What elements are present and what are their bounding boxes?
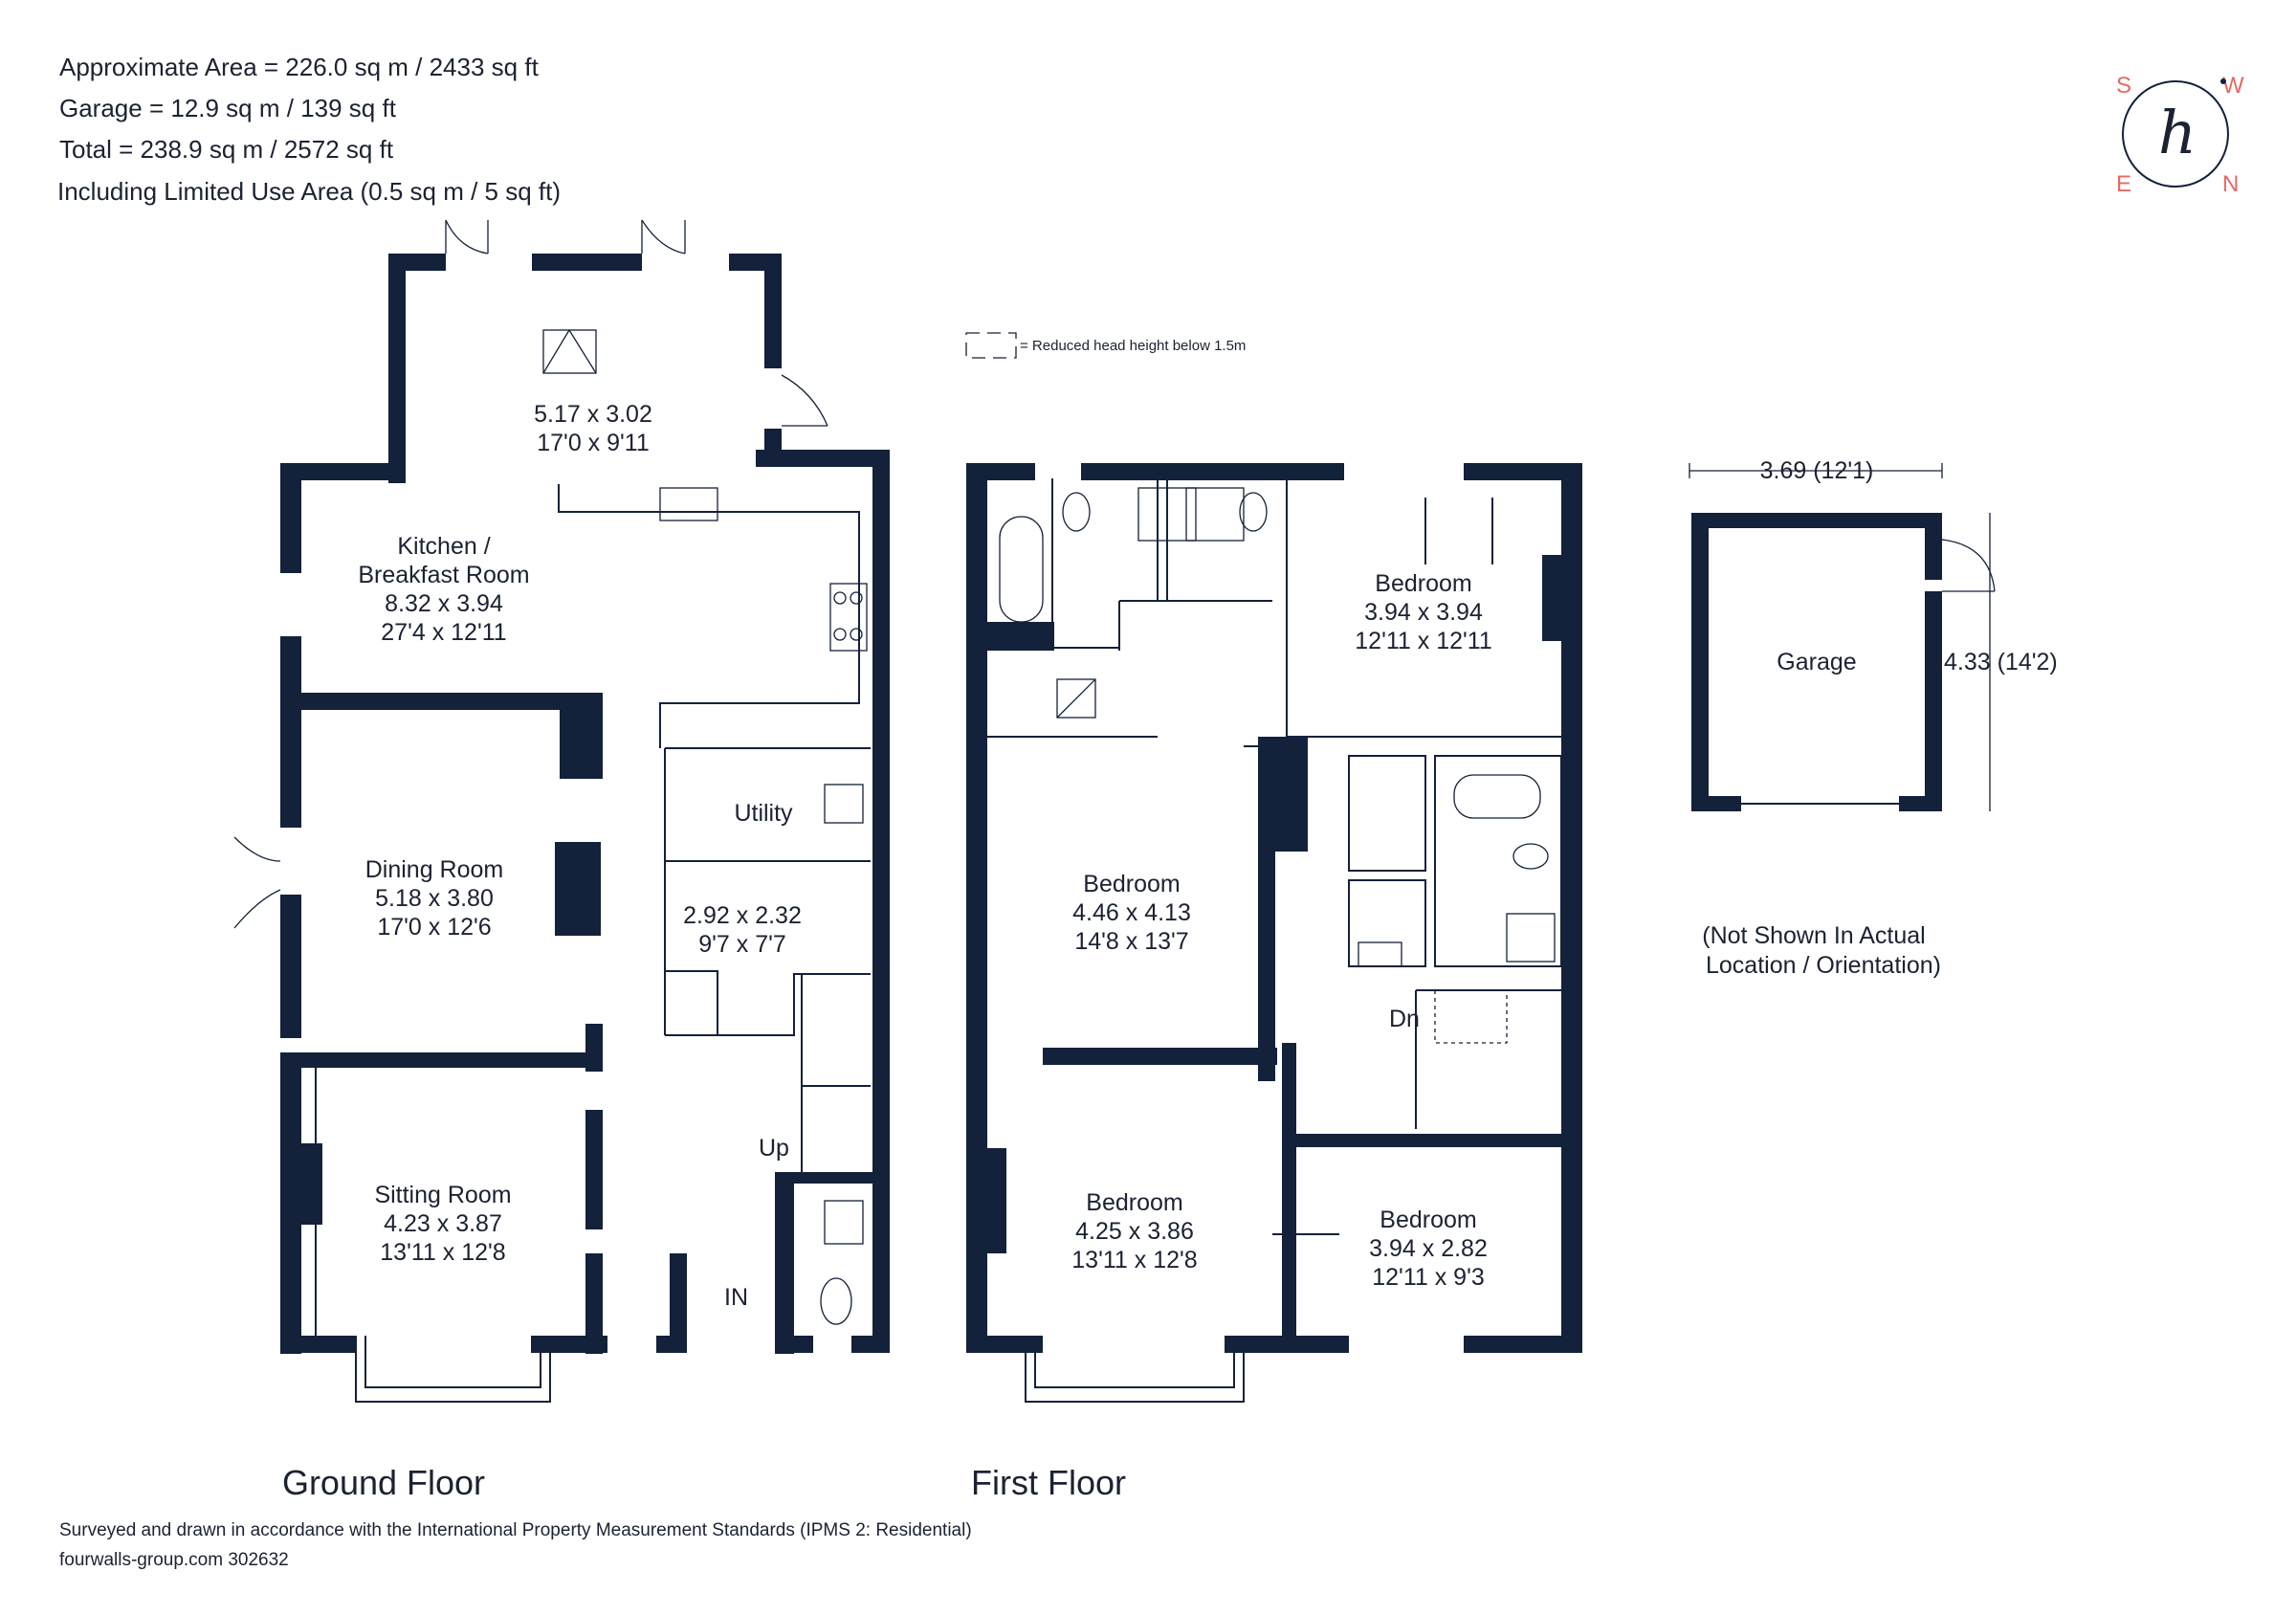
first-floor-title: First Floor: [971, 1463, 1126, 1502]
sitting-name: Sitting Room: [374, 1182, 511, 1208]
shower-tray-icon: [1137, 487, 1197, 542]
basin-icon: [824, 1200, 864, 1245]
stairs-up-label: Up: [759, 1135, 789, 1162]
bed-ne-size-m: 3.94 x 3.94: [1364, 599, 1483, 626]
bed-w-size-ft: 14'8 x 13'7: [1074, 928, 1188, 955]
bath-icon: [1453, 774, 1541, 819]
toilet-icon: [1062, 492, 1091, 532]
utility-name: Utility: [734, 800, 793, 827]
roof-light-icon: [542, 329, 597, 374]
first-floor-fittings: [999, 487, 1556, 1044]
toilet-2-icon: [1239, 492, 1268, 532]
dining-size-ft: 17'0 x 12'6: [377, 914, 491, 941]
limited-use-line: Including Limited Use Area (0.5 sq m / 5…: [57, 177, 561, 206]
bed-se-size-ft: 12'11 x 9'3: [1372, 1264, 1485, 1291]
bed-w-size-m: 4.46 x 4.13: [1072, 899, 1191, 926]
first-floor-internal: [987, 478, 1562, 1403]
utility-sink-icon: [824, 784, 864, 824]
area-summary: Approximate Area = 226.0 sq m / 2433 sq …: [57, 53, 561, 206]
total-area-line: Total = 238.9 sq m / 2572 sq ft: [59, 135, 394, 164]
bed-w-name: Bedroom: [1083, 871, 1180, 897]
toilet-icon: [820, 1277, 852, 1325]
garage-note-1: (Not Shown In Actual: [1702, 922, 1925, 949]
legend-text: = Reduced head height below 1.5m: [1020, 338, 1246, 354]
conservatory-size-m: 5.17 x 3.02: [534, 401, 652, 428]
bed-sw-size-m: 4.25 x 3.86: [1075, 1218, 1194, 1245]
sitting-size-ft: 13'11 x 12'8: [380, 1239, 505, 1266]
conservatory-size-ft: 17'0 x 9'11: [537, 430, 650, 456]
dining-name: Dining Room: [365, 856, 504, 883]
bathtub-icon: [999, 516, 1044, 623]
toilet-3-icon: [1512, 843, 1549, 870]
first-floor-plan: Bedroom 3.94 x 3.94 12'11 x 12'11 Bedroo…: [966, 463, 1582, 1502]
shower-icon: [1506, 913, 1556, 963]
stairs-down-label: Dn: [1389, 1006, 1420, 1032]
garage-plan: 3.69 (12'1) 4.33 (14'2) Garage (Not Show…: [1689, 457, 2058, 979]
compass-w-label: W: [2222, 73, 2244, 99]
sitting-size-m: 4.23 x 3.87: [384, 1210, 502, 1237]
ground-floor-walls: [280, 254, 890, 1354]
ground-floor-internal: [315, 484, 871, 1403]
reference-note: fourwalls-group.com 302632: [59, 1550, 289, 1570]
bed-ne-size-ft: 12'11 x 12'11: [1355, 628, 1491, 654]
compass-n-label: N: [2222, 171, 2239, 197]
garage-width-label: 3.69 (12'1): [1760, 457, 1874, 484]
compass-e-label: E: [2116, 171, 2131, 197]
reduced-height-key-icon: [965, 332, 1017, 359]
hob-icon: [829, 583, 868, 652]
kitchen-size-ft: 27'4 x 12'11: [381, 619, 506, 646]
compass-dot-icon: [2220, 78, 2226, 84]
bed-se-size-m: 3.94 x 2.82: [1369, 1235, 1488, 1262]
shower-tray-2-icon: [1185, 487, 1245, 542]
area-line: Approximate Area = 226.0 sq m / 2433 sq …: [59, 53, 540, 81]
garage-depth-label: 4.33 (14'2): [1944, 649, 2058, 675]
store-size-ft: 9'7 x 7'7: [698, 931, 786, 958]
sink-icon: [659, 487, 718, 521]
entrance-label: IN: [724, 1284, 748, 1311]
ground-floor-labels: 5.17 x 3.02 17'0 x 9'11 Kitchen / Breakf…: [282, 401, 802, 1502]
ground-floor-title: Ground Floor: [282, 1463, 485, 1502]
head-height-legend: = Reduced head height below 1.5m: [965, 332, 1246, 359]
compass-s-label: S: [2116, 73, 2131, 99]
basin-icon: [1358, 941, 1402, 967]
kitchen-name-1: Kitchen /: [397, 533, 490, 560]
compass-logo: h S W E N: [2116, 73, 2244, 197]
ground-floor-plan: 5.17 x 3.02 17'0 x 9'11 Kitchen / Breakf…: [233, 219, 890, 1502]
garage-area-line: Garage = 12.9 sq m / 139 sq ft: [59, 94, 397, 122]
kitchen-size-m: 8.32 x 3.94: [385, 590, 503, 617]
kitchen-name-2: Breakfast Room: [358, 562, 529, 588]
first-floor-walls: [966, 463, 1582, 1353]
dining-size-m: 5.18 x 3.80: [375, 885, 494, 912]
bed-sw-size-ft: 13'11 x 12'8: [1071, 1247, 1197, 1273]
bed-ne-name: Bedroom: [1375, 570, 1471, 597]
kitchen-fittings: [233, 219, 868, 1325]
garage-note-2: Location / Orientation): [1706, 952, 1941, 979]
first-floor-labels: Bedroom 3.94 x 3.94 12'11 x 12'11 Bedroo…: [971, 570, 1492, 1502]
store-size-m: 2.92 x 2.32: [683, 902, 802, 929]
logo-glyph: h: [2158, 98, 2197, 167]
compass-ring-icon: [2122, 80, 2229, 188]
bed-sw-name: Bedroom: [1086, 1189, 1182, 1216]
garage-name: Garage: [1777, 649, 1856, 675]
standards-note: Surveyed and drawn in accordance with th…: [59, 1520, 972, 1540]
footer: Surveyed and drawn in accordance with th…: [59, 1520, 972, 1570]
bed-se-name: Bedroom: [1380, 1206, 1476, 1233]
roof-light-icon: [1056, 678, 1096, 719]
